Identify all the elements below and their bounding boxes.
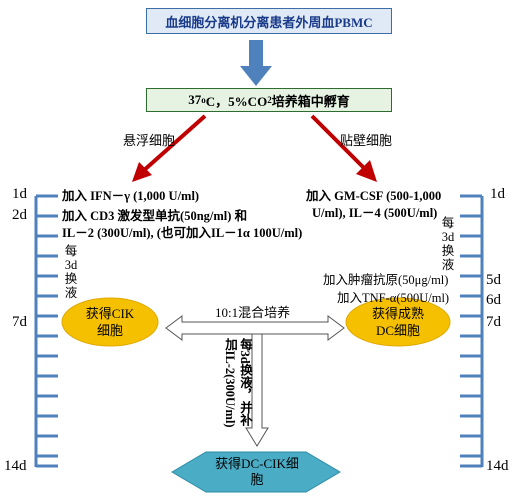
left-step-cd3: 加入 CD3 激发型单抗(50ng/ml) 和	[62, 209, 248, 223]
cik-ellipse-text: 获得CIK细胞	[85, 306, 135, 338]
red-arrow-left	[132, 114, 207, 182]
top-box: 血细胞分离机分离患者外周血PBMC	[146, 8, 392, 34]
incubate-rest: 培养箱中孵育	[271, 93, 350, 109]
red-arrow-right	[310, 114, 377, 182]
top-box-text: 血细胞分离机分离患者外周血PBMC	[165, 14, 373, 30]
cik-ellipse	[61, 297, 159, 347]
down-arrow-label: 每3d换液，并补加IL-2(300U/ml)	[223, 338, 252, 428]
down-hollow-arrow	[245, 333, 269, 447]
right-step-tnf: 加入TNF-α(500U/ml)	[337, 291, 450, 305]
right-day-5d: 5d	[486, 272, 501, 288]
right-day-6d: 6d	[486, 292, 501, 308]
left-day-scale	[34, 194, 58, 468]
dc-ellipse-text: 获得成熟DC细胞	[371, 306, 424, 338]
right-change-media: 每3d换液	[441, 216, 455, 272]
left-day-14d: 14d	[4, 458, 27, 474]
right-day-1d: 1d	[490, 186, 505, 202]
mix-culture-label: 10:1混合培养	[215, 305, 291, 320]
mix-double-arrow	[165, 315, 345, 341]
incubate-co2-sub: 2	[267, 95, 272, 105]
right-day-7d: 7d	[486, 314, 501, 330]
right-step-gmcsf-b: U/ml), IL－4 (500U/ml)	[312, 206, 438, 220]
incubate-temp-unit: C，5%CO	[205, 93, 268, 109]
right-day-14d: 14d	[486, 458, 509, 474]
left-change-media: 每3d换液	[64, 244, 78, 300]
dc-ellipse	[345, 297, 451, 347]
left-step-ifn: 加入 IFN－γ (1,000 U/ml)	[62, 189, 200, 203]
incubate-temp: 37	[188, 92, 202, 107]
right-step-gmcsf-a: 加入 GM-CSF (500-1,000	[306, 189, 442, 203]
left-step-il2: IL－2 (300U/ml), (也可加入IL－1α 100U/ml)	[62, 226, 303, 240]
blue-down-arrow	[240, 40, 272, 86]
left-day-7d: 7d	[12, 314, 27, 330]
right-step-antigen: 加入肿瘤抗原(50μg/ml)	[323, 273, 449, 287]
right-day-scale	[460, 194, 484, 468]
left-branch-label: 悬浮细胞	[123, 133, 176, 148]
final-box-text: 获得DC-CIK细胞	[215, 456, 299, 487]
left-day-2d: 2d	[12, 207, 27, 223]
right-branch-label: 贴壁细胞	[340, 133, 393, 148]
incubate-deg: o	[201, 95, 206, 105]
final-diamond-shape	[171, 451, 341, 493]
left-day-1d: 1d	[12, 186, 27, 202]
